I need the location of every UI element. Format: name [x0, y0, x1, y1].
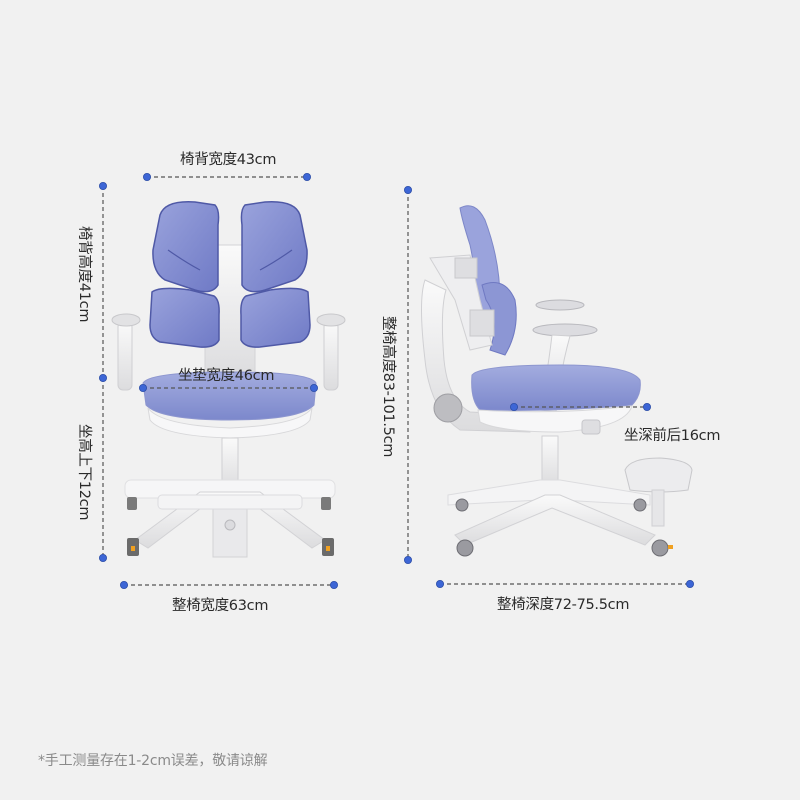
dimension-lines: [102, 176, 690, 586]
dimension-markers: [99, 172, 695, 590]
backrest-width-label: 椅背宽度43cm: [180, 152, 277, 168]
overall-depth-label: 整椅深度72-75.5cm: [497, 597, 630, 613]
backrest-pad-lower-right: [240, 287, 311, 348]
overall-width-label: 整椅宽度63cm: [172, 598, 269, 614]
measurement-disclaimer: *手工测量存在1-2cm误差，敬请谅解: [38, 753, 268, 769]
side-chair: [421, 205, 693, 557]
seat-depth-adjust-label: 坐深前后16cm: [624, 428, 721, 444]
backrest-pad-upper-left: [152, 201, 220, 293]
seat-height-adjust-label: 坐高上下12cm: [76, 424, 92, 521]
backrest-pad-upper-right: [240, 201, 308, 293]
overall-height-label: 整椅高度83-101.5cm: [380, 316, 396, 458]
seat-width-label: 坐垫宽度46cm: [178, 368, 275, 384]
side-seat-cushion: [471, 364, 641, 411]
backrest-height-label: 椅背高度41cm: [76, 226, 92, 323]
front-chair: [111, 201, 346, 558]
backrest-pad-lower-left: [149, 287, 220, 348]
front-seat-cushion: [142, 371, 317, 421]
